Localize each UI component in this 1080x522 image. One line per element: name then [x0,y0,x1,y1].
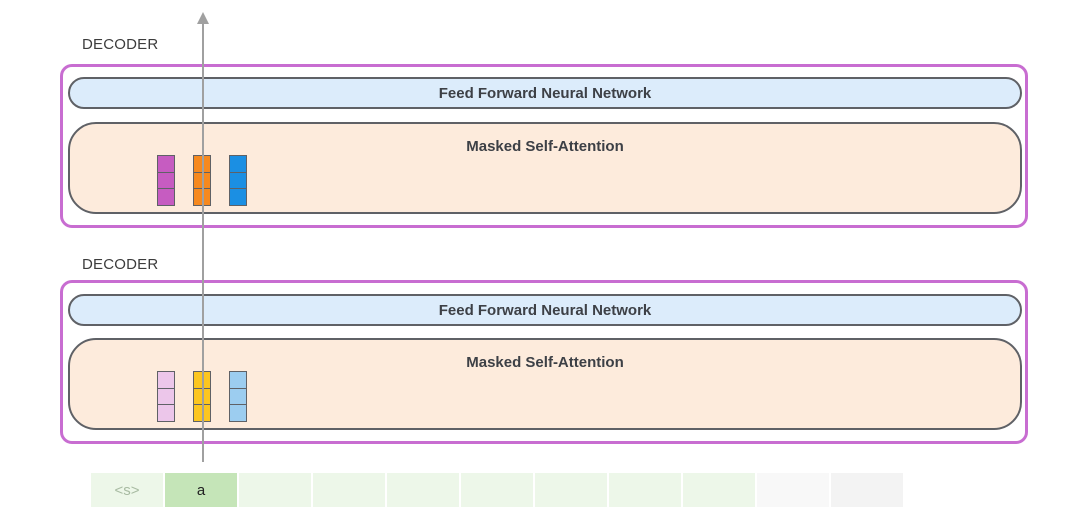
token-cell [683,473,755,507]
ffnn-top: Feed Forward Neural Network [68,77,1022,109]
vector-top-1 [157,155,175,206]
token-cell [757,473,829,507]
token-cell [831,473,903,507]
token-strip: <s> a [91,473,905,507]
vector-bottom-1 [157,371,175,422]
vector-top-3 [229,155,247,206]
vector-bottom-2 [193,371,211,422]
flow-arrow-head [197,12,209,24]
token-cell: a [165,473,237,507]
ffnn-label-top: Feed Forward Neural Network [438,84,652,102]
token-cell [239,473,311,507]
token-cell [535,473,607,507]
vector-top-2 [193,155,211,206]
token-cell [461,473,533,507]
decoder-label-bottom: DECODER [82,256,159,273]
token-cell: <s> [91,473,163,507]
token-cell [313,473,385,507]
token-cell [609,473,681,507]
masked-self-attention-label-bottom: Masked Self-Attention [466,354,624,371]
ffnn-bottom: Feed Forward Neural Network [68,294,1022,326]
ffnn-label-bottom: Feed Forward Neural Network [438,301,652,319]
decoder-block-bottom [60,280,1028,444]
decoder-label-top: DECODER [82,36,159,53]
vector-bottom-3 [229,371,247,422]
masked-self-attention-top: Masked Self-Attention [68,122,1022,214]
masked-self-attention-label-top: Masked Self-Attention [466,138,624,155]
token-cell [387,473,459,507]
decoder-block-top [60,64,1028,228]
masked-self-attention-bottom: Masked Self-Attention [68,338,1022,430]
